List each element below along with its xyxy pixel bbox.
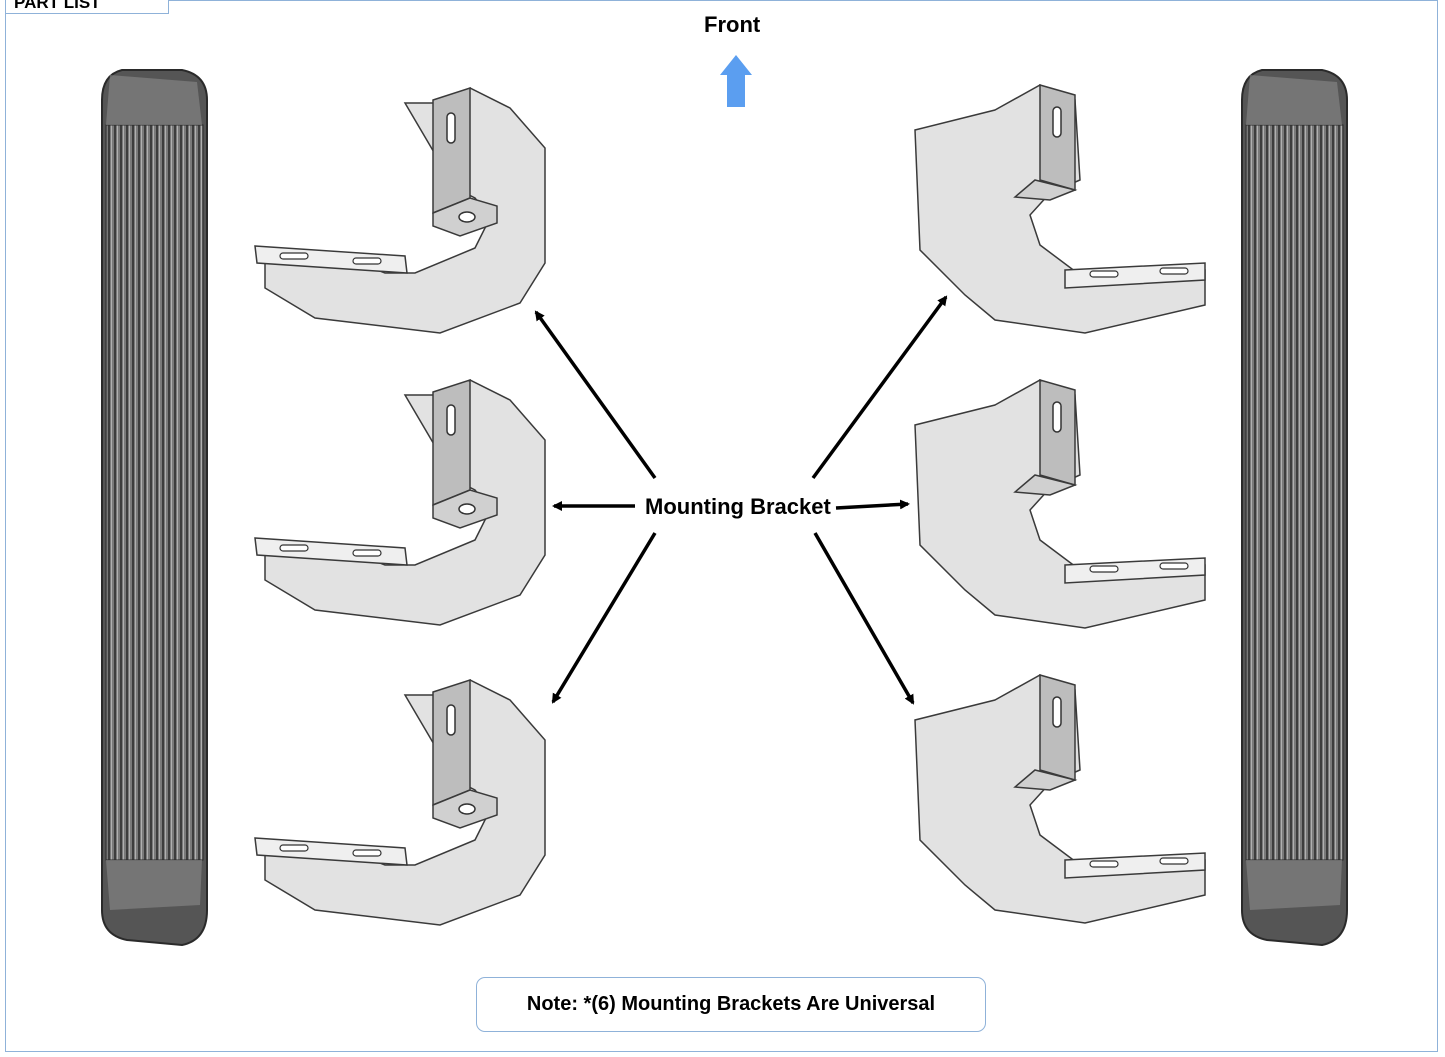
- part-list-heading: PART LIST: [5, 0, 169, 14]
- running-board-right: [1241, 69, 1348, 946]
- note-box: Note: *(6) Mounting Brackets Are Univers…: [476, 977, 986, 1032]
- mounting-bracket-right-3: [914, 674, 1206, 924]
- mounting-bracket-left-1: [254, 87, 546, 334]
- mounting-bracket-label: Mounting Bracket: [645, 494, 831, 519]
- arrow-to-right-3: [813, 532, 915, 705]
- mounting-bracket-left-2: [254, 379, 546, 626]
- front-arrow-icon: [720, 55, 752, 107]
- mounting-bracket-right-1: [914, 84, 1206, 334]
- diagram-frame: [5, 0, 1438, 1052]
- mounting-bracket-left-3: [254, 679, 546, 926]
- note-text: Note: *(6) Mounting Brackets Are Univers…: [526, 993, 936, 1015]
- callout-arrows: [534, 295, 948, 705]
- mounting-bracket-right-2: [914, 379, 1206, 629]
- running-board-left: [101, 69, 208, 946]
- arrow-to-right-2: [835, 499, 910, 510]
- front-label: Front: [704, 12, 761, 37]
- arrow-to-left-3: [551, 532, 657, 704]
- arrow-to-left-1: [534, 310, 657, 480]
- arrow-to-right-1: [811, 295, 948, 480]
